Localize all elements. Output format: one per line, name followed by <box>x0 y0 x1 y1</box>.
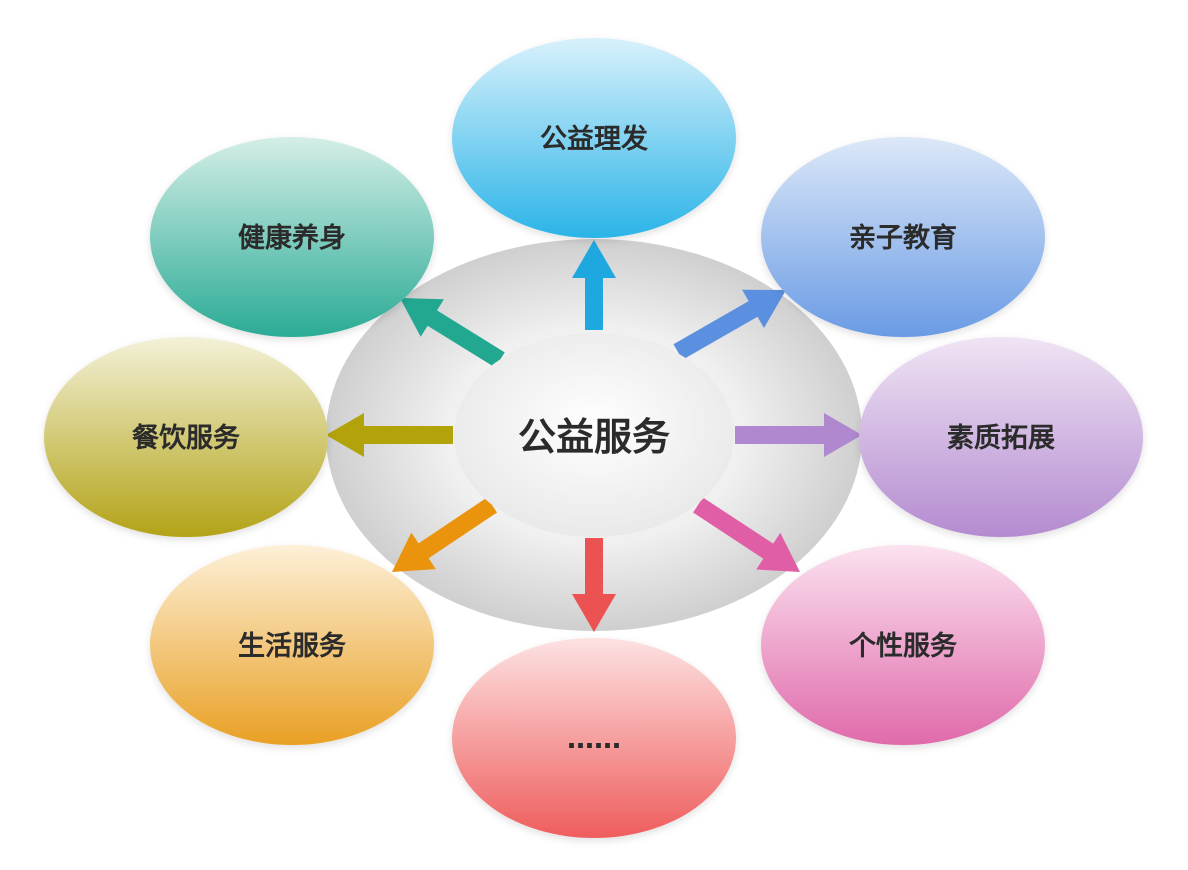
node-label-left: 餐饮服务 <box>132 423 240 454</box>
node-top-right: 亲子教育 <box>761 137 1045 337</box>
node-label-top-left: 健康养身 <box>238 222 346 254</box>
node-label-top: 公益理发 <box>540 123 648 155</box>
node-ellipse-top-right <box>761 137 1045 337</box>
node-ellipse-left <box>44 337 328 537</box>
arrow-to-right <box>735 413 862 457</box>
arrows <box>326 240 862 632</box>
node-bottom-left: 生活服务 <box>150 545 434 745</box>
node-label-top-right: 亲子教育 <box>849 222 957 254</box>
arrow-to-top <box>572 240 616 330</box>
center-node <box>454 333 734 537</box>
node-label-right: 素质拓展 <box>947 423 1055 454</box>
arrow-to-bottom <box>572 538 616 632</box>
arrow-to-top-right <box>673 289 786 360</box>
arrow-to-bottom-right <box>693 497 800 572</box>
arrow-to-top-left <box>400 298 505 368</box>
node-left: 餐饮服务 <box>44 337 328 537</box>
node-label-bottom-left: 生活服务 <box>238 631 346 662</box>
arrow-to-bottom-left <box>392 497 497 572</box>
node-ellipse-top-left <box>150 137 434 337</box>
arrow-to-left <box>326 413 453 457</box>
node-ellipse-bottom-left <box>150 545 434 745</box>
node-ellipse-top <box>452 38 736 238</box>
node-top: 公益理发 <box>452 38 736 238</box>
node-bottom-right: 个性服务 <box>761 545 1045 745</box>
center-label: 公益服务 <box>518 415 670 459</box>
node-right: 素质拓展 <box>859 337 1143 537</box>
node-label-bottom-right: 个性服务 <box>849 631 957 662</box>
node-ellipse-bottom-right <box>761 545 1045 745</box>
node-bottom: …… <box>452 638 736 838</box>
node-label-bottom: …… <box>567 724 621 755</box>
node-ellipse-right <box>859 337 1143 537</box>
node-top-left: 健康养身 <box>150 137 434 337</box>
node-ellipse-bottom <box>452 638 736 838</box>
